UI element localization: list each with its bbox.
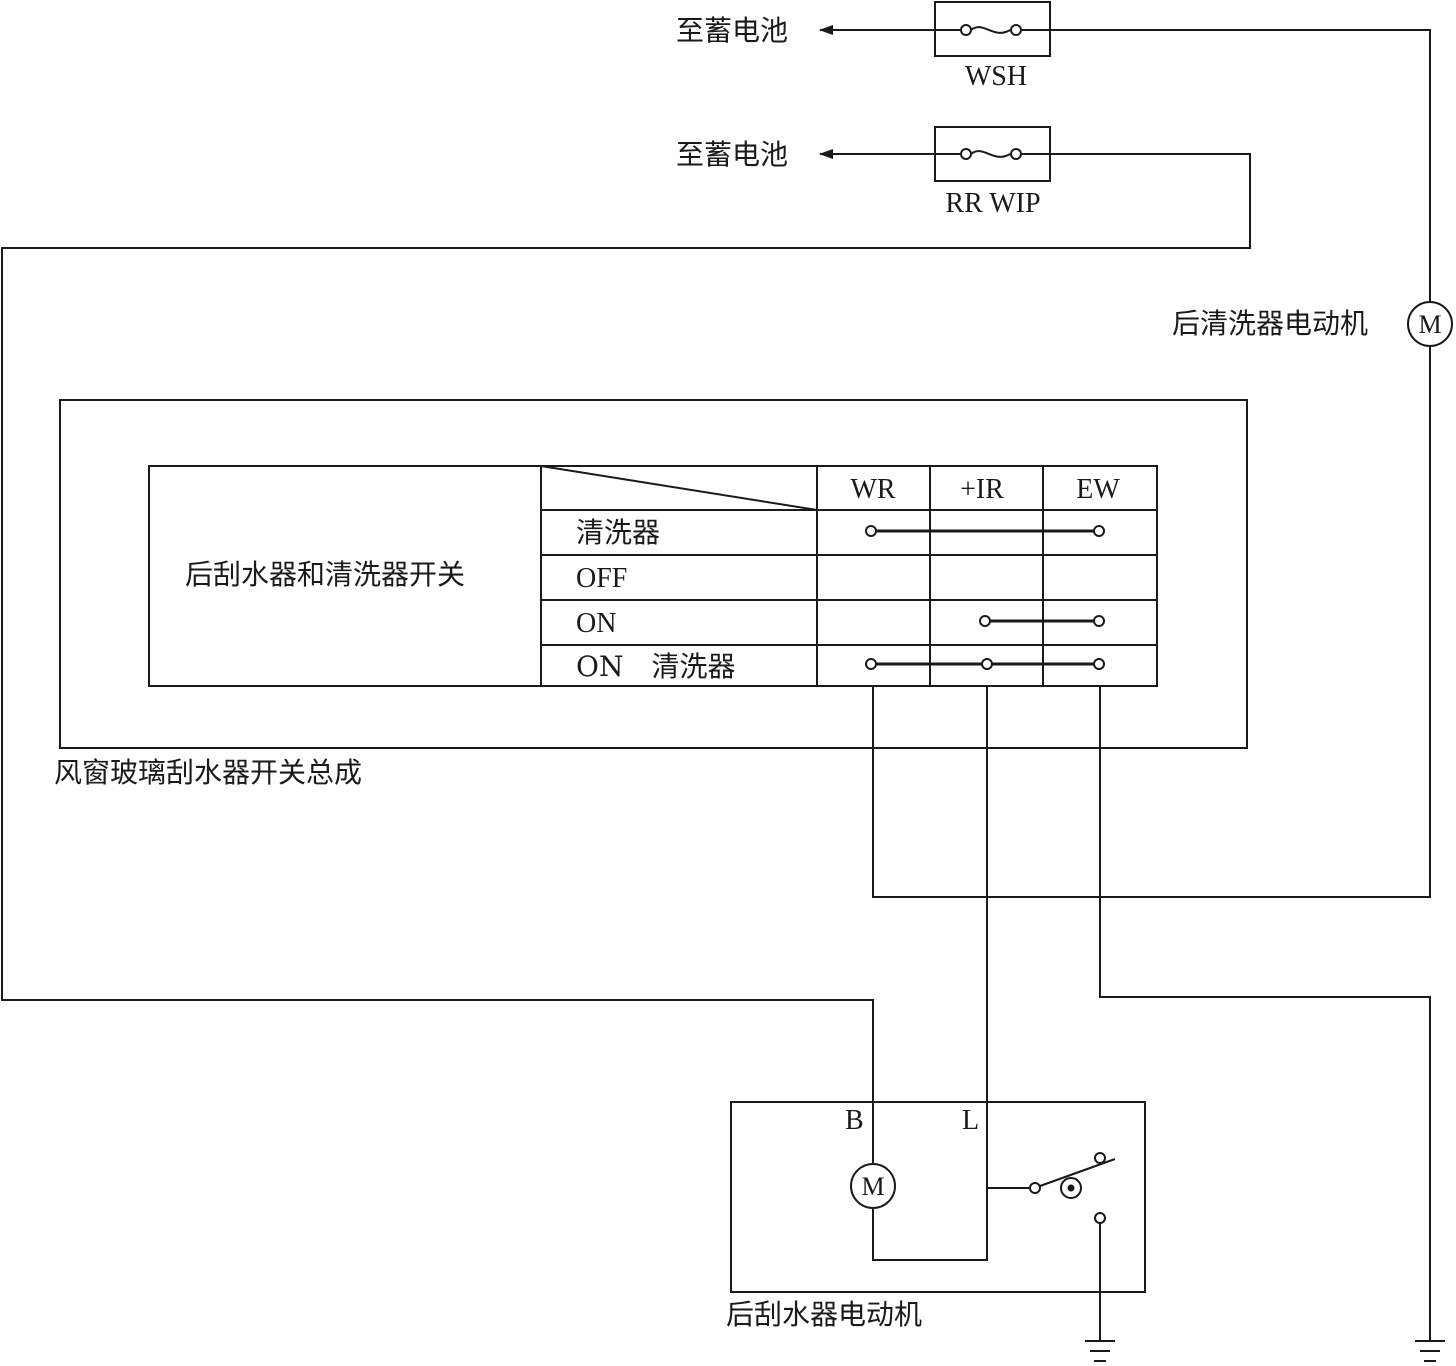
wiper-motor-symbol: M	[861, 1172, 884, 1201]
header-diagonal	[540, 465, 818, 511]
rear-washer-motor-label: 后清洗器电动机	[1172, 307, 1368, 340]
rear-wiper-motor-assembly: B L M 后刮水器电动机	[726, 1101, 1146, 1340]
fuse-rr-wip-label: RR WIP	[945, 188, 1040, 219]
row-label-on-washer: ON 清洗器	[576, 650, 735, 683]
wire-rr-wip-to-terminal-b	[1, 153, 1251, 1102]
battery-feed-wsh: 至蓄电池 WSH	[676, 1, 1051, 92]
fuse-wsh	[934, 1, 1051, 57]
fuse-wsh-label: WSH	[965, 61, 1027, 92]
row-label-on: ON	[576, 608, 616, 639]
park-switch-icon	[987, 1152, 1116, 1340]
switch-table: 后刮水器和清洗器开关 WR +IR EW 清洗器 OFF ON ON 清洗器	[148, 465, 1158, 687]
connection-washer	[865, 525, 1105, 537]
fuse-rr-wip	[934, 126, 1051, 182]
wire-ew-to-ground	[1099, 686, 1431, 1340]
wire-washer-motor-to-wr	[872, 346, 1431, 898]
row-label-off: OFF	[576, 563, 627, 594]
battery-label-bottom: 至蓄电池	[676, 138, 788, 171]
rear-wiper-motor-label: 后刮水器电动机	[726, 1298, 922, 1331]
switch-assembly-label: 风窗玻璃刮水器开关总成	[54, 756, 362, 789]
battery-feed-rr-wip: 至蓄电池 RR WIP	[676, 126, 1051, 219]
column-header-ew: EW	[1076, 474, 1120, 505]
connection-on-washer	[865, 658, 1105, 670]
motor-icon	[1407, 301, 1453, 347]
switch-assembly-box	[59, 399, 1248, 749]
column-header-ir: +IR	[960, 474, 1004, 505]
switch-table-title: 后刮水器和清洗器开关	[185, 558, 465, 591]
wire-wsh-to-washer-motor	[1050, 29, 1431, 302]
connection-on	[979, 615, 1105, 627]
wiring	[1, 29, 1431, 1340]
wiper-switch-assembly: 风窗玻璃刮水器开关总成 后刮水器和清洗器开关 WR +IR EW 清洗器 OFF…	[54, 399, 1248, 789]
switch-table-border	[148, 465, 1158, 687]
battery-label-top: 至蓄电池	[676, 14, 788, 47]
washer-motor-symbol: M	[1418, 310, 1441, 339]
terminal-b-label: B	[845, 1105, 864, 1136]
column-header-wr: WR	[850, 474, 895, 505]
row-label-washer: 清洗器	[576, 516, 660, 549]
rear-wiper-motor-box	[730, 1101, 1146, 1293]
terminal-l-label: L	[962, 1105, 979, 1136]
rear-washer-motor: M 后清洗器电动机	[1172, 301, 1453, 347]
ground-icon	[1085, 1340, 1115, 1362]
ground-icon	[1415, 1340, 1445, 1362]
